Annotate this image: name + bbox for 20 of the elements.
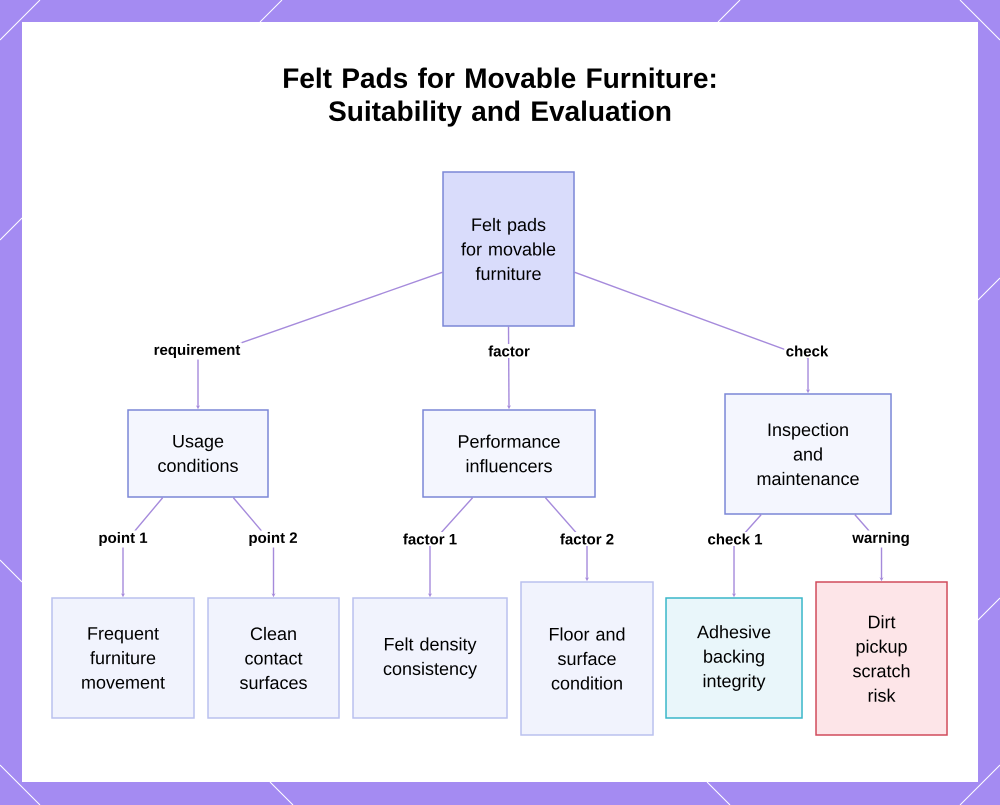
box: Adhesive backing integrity (665, 597, 803, 719)
edge-label: warning (850, 530, 912, 548)
box: Performance influencers (422, 409, 596, 498)
box: Dirt pickup scratch risk (815, 581, 948, 736)
box: Frequent furniture movement (51, 597, 195, 719)
edge-label: check (784, 344, 830, 358)
edge-label: requirement (152, 342, 242, 360)
edge-label: check 1 (706, 532, 764, 546)
title: Felt Pads for Movable Furniture: Suitability and Evaluation (284, 68, 716, 127)
box: Floor and surface condition (520, 581, 654, 736)
box: Usage conditions (127, 409, 269, 498)
edge-label: point 1 (96, 530, 150, 548)
edge-label: point 2 (246, 530, 300, 548)
box: Felt pads for movable furniture (442, 171, 575, 327)
box: Inspection and maintenance (724, 393, 892, 515)
edge-label: factor (486, 344, 532, 358)
box: Felt density consistency (352, 597, 508, 719)
box: Clean contact surfaces (207, 597, 340, 719)
edge-label: factor 1 (401, 532, 459, 546)
edge-label: factor 2 (558, 532, 616, 546)
